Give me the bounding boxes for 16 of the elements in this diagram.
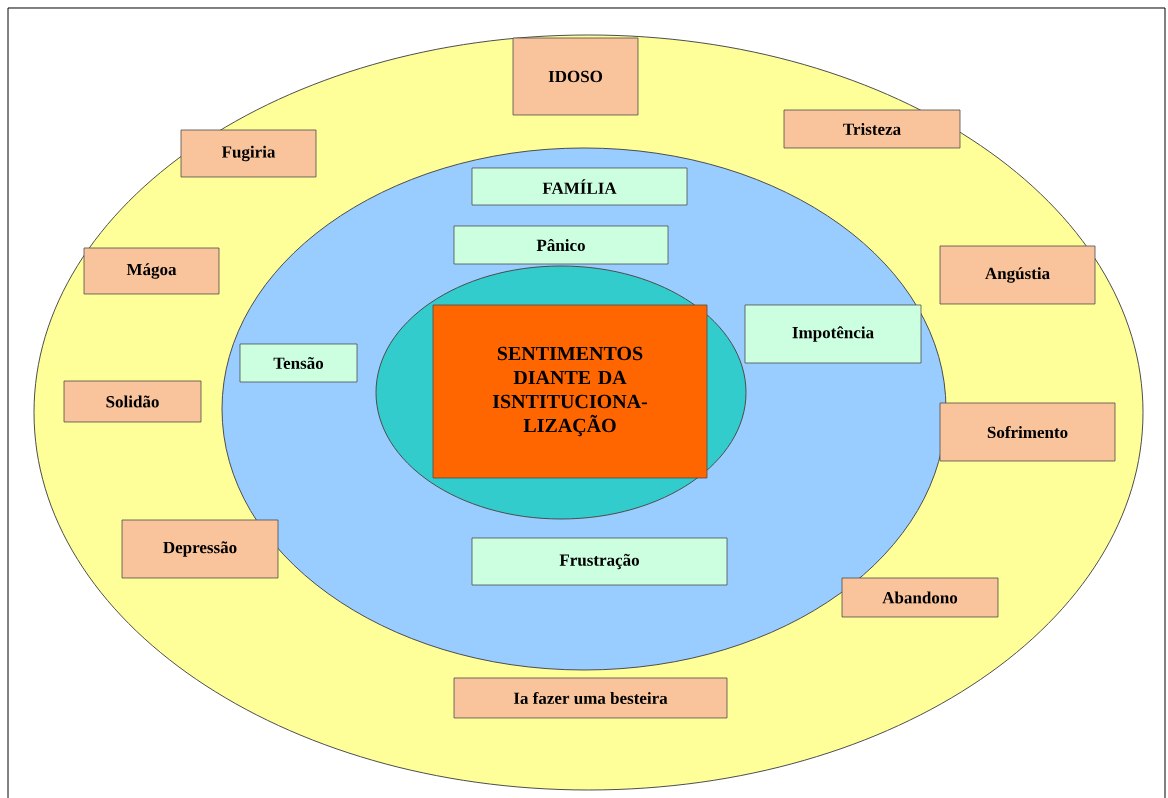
center-box: SENTIMENTOS DIANTE DA ISNTITUCIONA- LIZAÇÃO <box>432 304 708 479</box>
label-box: Mágoa <box>83 247 220 295</box>
label-box: FAMÍLIA <box>471 167 688 206</box>
label-box: Angústia <box>939 245 1096 305</box>
label-box: Ia fazer uma besteira <box>453 677 728 719</box>
label-box: Sofrimento <box>939 402 1116 462</box>
label-box: Frustração <box>471 537 728 586</box>
label-box: Pânico <box>453 225 669 265</box>
label-box: Impotência <box>744 304 922 364</box>
label-box: Solidão <box>63 380 202 423</box>
label-box: IDOSO <box>512 37 639 116</box>
label-box: Abandono <box>841 577 999 618</box>
label-box: Fugiria <box>180 129 317 178</box>
label-box: Depressão <box>121 519 279 579</box>
label-box: Tristeza <box>783 109 961 149</box>
label-box: Tensão <box>239 343 358 383</box>
